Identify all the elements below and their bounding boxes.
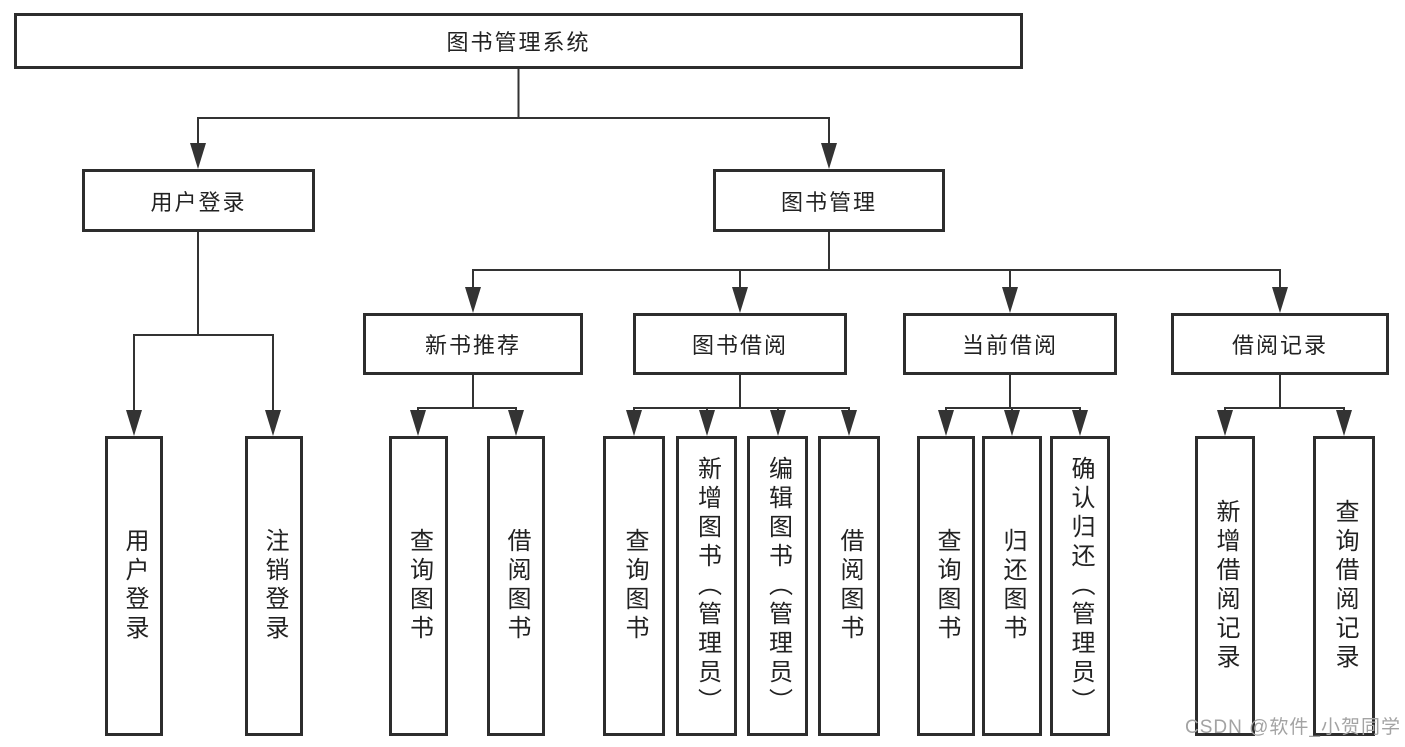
node-label: 借阅图书 — [836, 528, 863, 644]
leaf-add-borrow-record: 新增借阅记录 — [1195, 436, 1255, 736]
node-new-book-recommend: 新书推荐 — [363, 313, 583, 375]
node-label: 查询借阅记录 — [1331, 499, 1358, 673]
node-user-login: 用户登录 — [82, 169, 315, 232]
leaf-query-books-current: 查询图书 — [917, 436, 975, 736]
node-book-borrow: 图书借阅 — [633, 313, 847, 375]
connector-arrowhead — [1217, 410, 1233, 436]
node-label: 新书推荐 — [424, 333, 521, 358]
node-book-management: 图书管理 — [713, 169, 945, 232]
node-label: 图书借阅 — [691, 333, 788, 358]
node-library-system: 图书管理系统 — [14, 13, 1023, 69]
node-borrow-records: 借阅记录 — [1171, 313, 1389, 375]
leaf-query-borrow-record: 查询借阅记录 — [1313, 436, 1375, 736]
node-label: 新增借阅记录 — [1212, 499, 1239, 673]
leaf-return-books: 归还图书 — [982, 436, 1042, 736]
leaf-borrow-books: 借阅图书 — [818, 436, 880, 736]
connector-arrowhead — [126, 410, 142, 436]
node-label: 查询图书 — [621, 528, 648, 644]
connector-arrowhead — [770, 410, 786, 436]
node-current-borrow: 当前借阅 — [903, 313, 1117, 375]
node-label: 查询图书 — [405, 528, 433, 644]
connector-arrowhead — [841, 410, 857, 436]
leaf-confirm-return-admin: 确认归还（管理员） — [1050, 436, 1110, 736]
connector-arrowhead — [732, 287, 748, 313]
leaf-add-books-admin: 新增图书（管理员） — [676, 436, 737, 736]
connector-arrowhead — [465, 287, 481, 313]
node-label: 图书管理系统 — [446, 30, 591, 55]
leaf-query-books-recommend: 查询图书 — [389, 436, 448, 736]
leaf-query-books-borrow: 查询图书 — [603, 436, 665, 736]
node-label: 用户登录 — [150, 189, 247, 215]
connector-arrowhead — [265, 410, 281, 436]
connector-arrowhead — [190, 143, 206, 169]
node-label: 归还图书 — [999, 528, 1026, 644]
connector-arrowhead — [821, 143, 837, 169]
node-label: 当前借阅 — [961, 333, 1058, 358]
watermark: CSDN @软件_小贺同学 — [1185, 717, 1401, 738]
leaf-borrow-books-recommend: 借阅图书 — [487, 436, 545, 736]
node-label: 编辑图书（管理员） — [764, 455, 792, 717]
connector-arrowhead — [1072, 410, 1088, 436]
connector-arrowhead — [938, 410, 954, 436]
leaf-logout: 注销登录 — [245, 436, 303, 736]
node-label: 借阅图书 — [503, 528, 530, 644]
leaf-edit-books-admin: 编辑图书（管理员） — [747, 436, 808, 736]
connector-arrowhead — [508, 410, 524, 436]
node-label: 用户登录 — [121, 528, 148, 644]
node-label: 新增图书（管理员） — [693, 455, 721, 717]
node-label: 查询图书 — [933, 528, 960, 644]
connector-arrowhead — [410, 410, 426, 436]
connector-arrowhead — [1336, 410, 1352, 436]
node-label: 借阅记录 — [1231, 333, 1328, 358]
connector-arrowhead — [699, 410, 715, 436]
connector-arrowhead — [1004, 410, 1020, 436]
connector-arrowhead — [1272, 287, 1288, 313]
leaf-user-login: 用户登录 — [105, 436, 163, 736]
node-label: 确认归还（管理员） — [1067, 455, 1094, 717]
node-label: 图书管理 — [780, 189, 877, 215]
node-label: 注销登录 — [261, 528, 288, 644]
connector-arrowhead — [626, 410, 642, 436]
connector-arrowhead — [1002, 287, 1018, 313]
